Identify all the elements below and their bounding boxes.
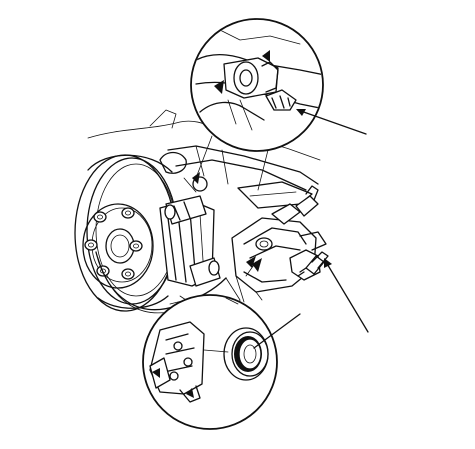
wheel-stud xyxy=(129,240,143,252)
piston-seal xyxy=(223,327,269,381)
pointer-arrow xyxy=(246,256,256,268)
callout-connector xyxy=(169,295,187,305)
caliper-body xyxy=(231,185,327,303)
leader-line xyxy=(297,109,367,135)
wheel-stud xyxy=(121,207,135,219)
callout-connector xyxy=(225,297,239,305)
upper-detail-callout xyxy=(190,18,324,191)
wheel-stud xyxy=(93,211,107,223)
callout-connector xyxy=(195,135,213,179)
wheel-stud xyxy=(84,239,98,251)
wheel-stud xyxy=(121,268,135,280)
main-assembly xyxy=(74,109,329,314)
caliper-piston xyxy=(255,237,273,251)
caliper-bracket xyxy=(159,195,221,287)
brake-disc xyxy=(74,154,178,312)
leader-line xyxy=(253,313,301,349)
callout-connector xyxy=(257,149,269,191)
bleeder-screw xyxy=(295,195,319,217)
leader-line xyxy=(325,261,369,333)
wheel-hub xyxy=(82,203,154,289)
arrow-mark xyxy=(252,258,262,272)
lower-detail-callout xyxy=(142,294,278,430)
